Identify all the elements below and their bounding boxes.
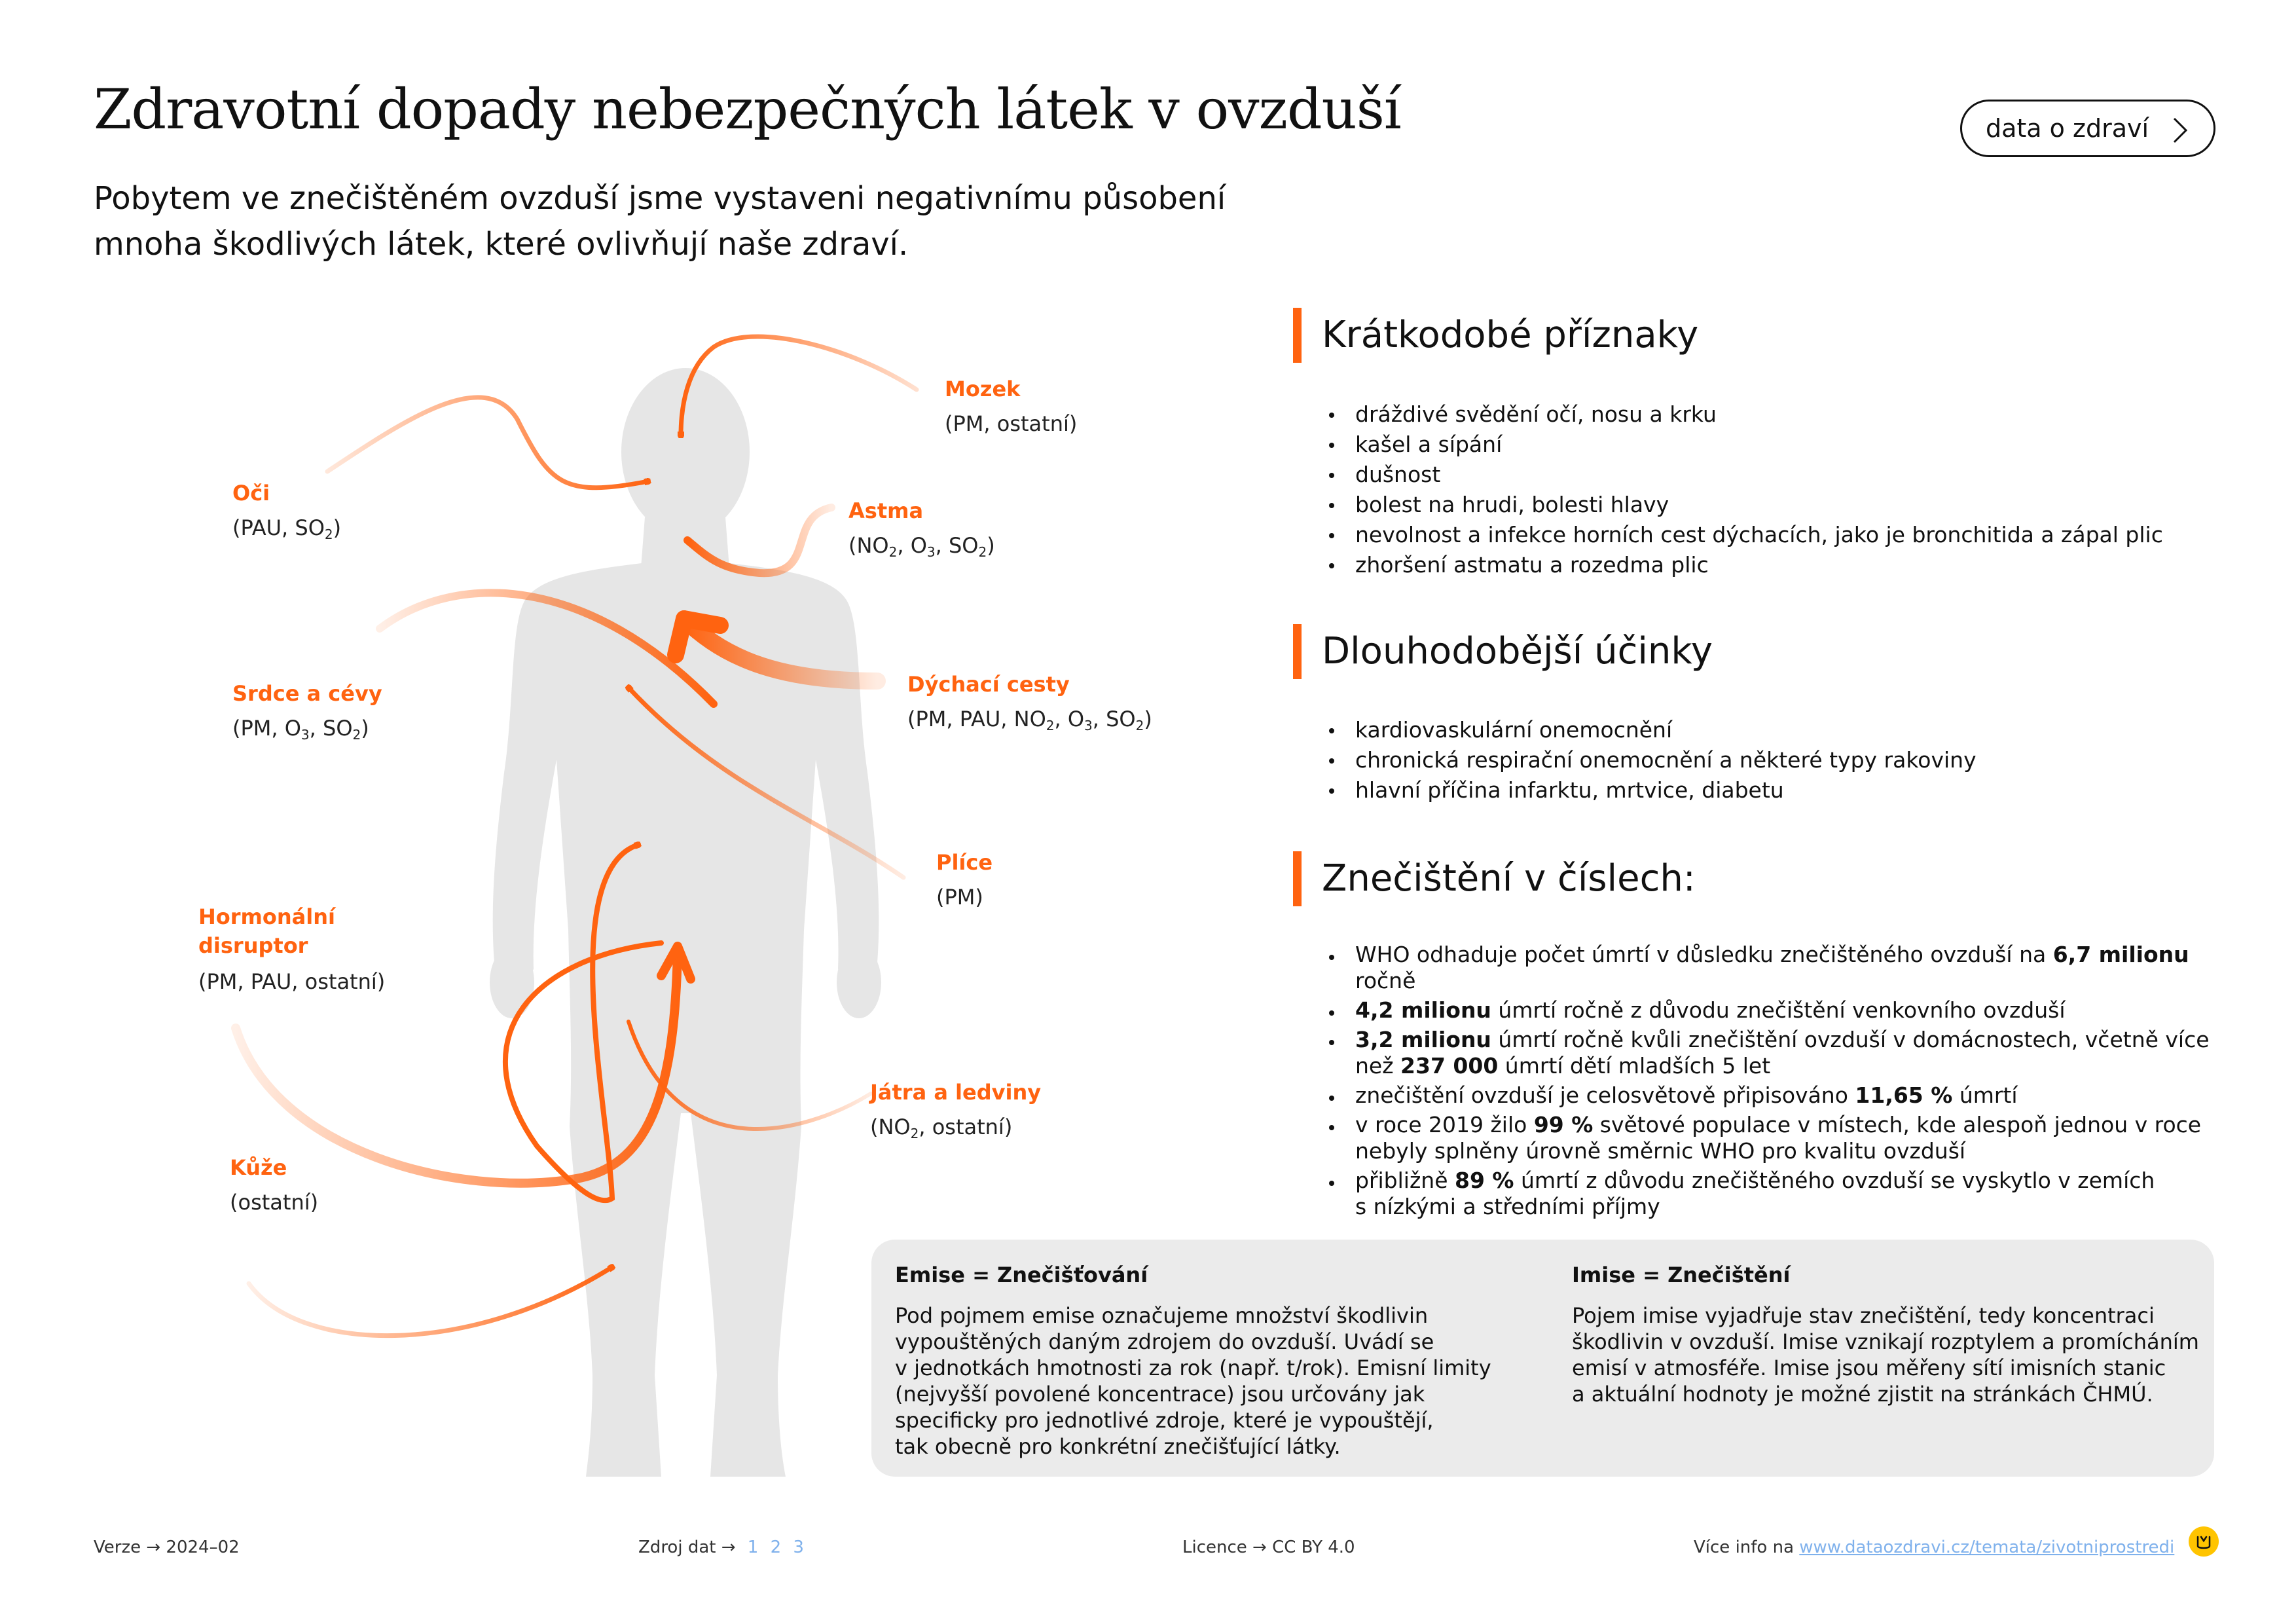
numbers-list: WHO odhaduje počet úmrtí v důsledku zneč… xyxy=(1316,942,2246,1223)
list-item: WHO odhaduje počet úmrtí v důsledku zneč… xyxy=(1316,942,2246,994)
list-item: v roce 2019 žilo 99 % světové populace v… xyxy=(1316,1112,2246,1164)
list-item: chronická respirační onemocnění a někter… xyxy=(1316,745,1977,775)
list-item: 4,2 milionu úmrtí ročně z důvodu znečišt… xyxy=(1316,997,2246,1024)
arrow-kuze xyxy=(231,948,682,1188)
footer-version: Verze → 2024–02 xyxy=(94,1538,240,1557)
page-title: Zdravotní dopady nebezpečných látek v ov… xyxy=(94,77,1402,141)
data-o-zdravi-button[interactable]: data o zdraví xyxy=(1960,100,2215,157)
numbers-title: Znečištění v číslech: xyxy=(1322,857,1696,900)
long-term-list: kardiovaskulární onemocnění chronická re… xyxy=(1316,715,1977,805)
section-accent-bar xyxy=(1293,851,1302,906)
label-plice: Plíce (PM) xyxy=(936,850,993,910)
arrow-astma xyxy=(687,504,835,578)
footer-source: Zdroj dat → 1 2 3 xyxy=(638,1538,804,1557)
imise-column: Imise = Znečištění Pojem imise vyjadřuje… xyxy=(1572,1263,2199,1407)
label-srdce-a-cevy: Srdce a cévy (PM, O3, SO2) xyxy=(232,681,382,743)
section-accent-bar xyxy=(1293,624,1302,679)
list-item: 3,2 milionu úmrtí ročně kvůli znečištění… xyxy=(1316,1027,2246,1079)
human-silhouette xyxy=(490,368,881,1477)
source-link-3[interactable]: 3 xyxy=(793,1538,804,1557)
arrow-oci xyxy=(325,395,648,490)
label-jatra-a-ledviny: Játra a ledviny (NO2, ostatní) xyxy=(870,1080,1042,1141)
arrow-dychaci-head xyxy=(667,610,729,663)
arrow-mozek xyxy=(681,334,919,435)
label-dychaci-cesty: Dýchací cesty (PM, PAU, NO2, O3, SO2) xyxy=(907,672,1152,733)
arrow-hormonalni xyxy=(503,845,664,1204)
emise-column: Emise = Znečišťování Pod pojmem emise oz… xyxy=(895,1263,1491,1459)
page-subtitle: Pobytem ve znečištěném ovzduší jsme vyst… xyxy=(94,180,1226,263)
list-item: nevolnost a infekce horních cest dýchací… xyxy=(1316,520,2163,550)
list-item: dušnost xyxy=(1316,460,2163,490)
footer-license: Licence → CC BY 4.0 xyxy=(1182,1538,1355,1557)
short-term-title: Krátkodobé příznaky xyxy=(1322,314,1699,356)
long-term-title: Dlouhodobější účinky xyxy=(1322,630,1713,673)
list-item: kardiovaskulární onemocnění xyxy=(1316,715,1977,745)
list-item: kašel a sípání xyxy=(1316,430,2163,460)
source-link-2[interactable]: 2 xyxy=(770,1538,782,1557)
label-kuze: Kůže (ostatní) xyxy=(230,1155,319,1215)
arrow-plice xyxy=(629,688,906,880)
list-item: přibližně 89 % úmrtí z důvodu znečištěné… xyxy=(1316,1168,2246,1220)
chevron-right-icon xyxy=(2173,117,2188,143)
more-info-link[interactable]: www.dataozdravi.cz/temata/zivotniprostre… xyxy=(1799,1538,2175,1557)
short-term-list: dráždivé svědění očí, nosu a krku kašel … xyxy=(1316,399,2163,580)
arrow-kuze-lower xyxy=(246,1267,612,1338)
list-item: znečištění ovzduší je celosvětově připis… xyxy=(1316,1082,2246,1109)
footer-more-info: Více info na www.dataozdravi.cz/temata/z… xyxy=(1694,1538,2175,1557)
label-hormonalni-disruptor: Hormonální disruptor (PM, PAU, ostatní) xyxy=(198,904,386,994)
brand-logo-icon xyxy=(2189,1526,2219,1557)
arrow-srdce xyxy=(376,589,714,704)
arrow-dychaci xyxy=(676,610,886,690)
source-link-1[interactable]: 1 xyxy=(747,1538,759,1557)
list-item: dráždivé svědění očí, nosu a krku xyxy=(1316,399,2163,430)
label-astma: Astma (NO2, O3, SO2) xyxy=(848,498,995,560)
list-item: zhoršení astmatu a rozedma plic xyxy=(1316,550,2163,580)
section-accent-bar xyxy=(1293,308,1302,363)
arrow-kuze-head xyxy=(657,942,695,984)
definitions-box: Emise = Znečišťování Pod pojmem emise oz… xyxy=(871,1240,2214,1477)
body-illustration xyxy=(231,334,919,1477)
list-item: bolest na hrudi, bolesti hlavy xyxy=(1316,490,2163,520)
label-mozek: Mozek (PM, ostatní) xyxy=(945,377,1078,436)
arrow-jatra xyxy=(627,1020,873,1131)
label-oci: Oči (PAU, SO2) xyxy=(232,481,342,542)
list-item: hlavní příčina infarktu, mrtvice, diabet… xyxy=(1316,775,1977,805)
